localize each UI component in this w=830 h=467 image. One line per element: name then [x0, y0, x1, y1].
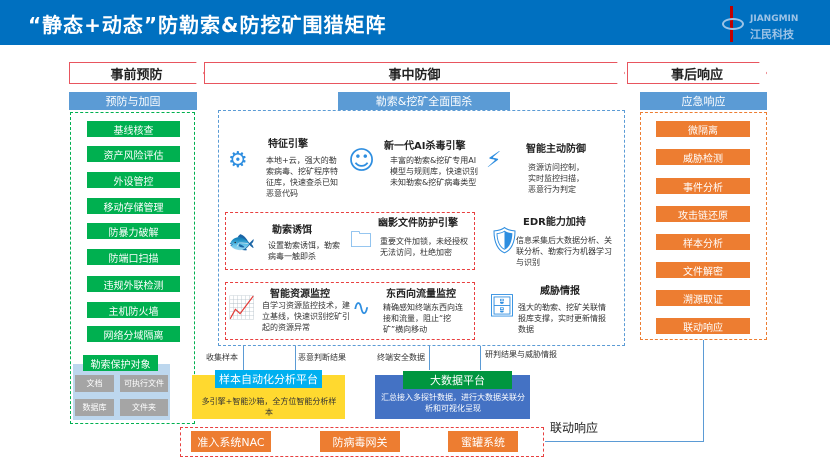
- pulse-icon: ∿: [352, 296, 371, 321]
- right-item: 样本分析: [656, 234, 750, 250]
- card-desc: 信息采集后大数据分析、关联分析、勒索行为机器学习与识别: [516, 236, 612, 267]
- card-desc: 精确感知终端东西向连接和流量，阻止“挖矿”横向移动: [383, 303, 463, 334]
- right-item: 溯源取证: [656, 290, 750, 306]
- flow-label: 研判结果与威胁情报: [485, 350, 557, 359]
- card-title: 智能主动防御: [526, 144, 586, 155]
- card-desc: 强大的勒索、挖矿关联情报库支撑，实时更新情报数据: [518, 303, 606, 334]
- left-item: 主机防火墙: [87, 302, 180, 318]
- bait-group: [225, 212, 475, 270]
- card-desc: 丰富的勒索&挖矿专用AI模型与规则库，快速识别未知勒索&挖矿病毒类型: [390, 156, 478, 187]
- page-title: “静态+动态”防勒索&防挖矿围猎矩阵: [28, 13, 387, 37]
- card-desc: 资源访问控制，实时监控扫描，恶意行为判定: [528, 163, 584, 194]
- left-item: 外设管控: [87, 172, 180, 188]
- left-item: 基线核查: [87, 121, 180, 137]
- card-title: 东西向流量监控: [386, 289, 456, 300]
- right-item: 文件解密: [656, 262, 750, 278]
- middle-header: 勒索&挖矿全面围杀: [338, 92, 510, 110]
- linkage-line: [545, 441, 704, 442]
- folder-icon: 🗀: [350, 228, 373, 253]
- card-desc: 自学习资源监控技术，建立基线，快速识别挖矿引起的资源异常: [262, 301, 350, 332]
- card-desc: 重要文件加锁，未经授权无法访问，杜绝加密: [380, 237, 468, 257]
- phase-during: 事中防御: [204, 62, 625, 84]
- database-icon: 🗄: [488, 294, 516, 319]
- arrow-down: [243, 346, 244, 370]
- left-item: 移动存储管理: [87, 198, 180, 214]
- linkage-item: 防病毒网关: [320, 431, 400, 452]
- right-item: 威胁检测: [656, 149, 750, 165]
- left-item: 防暴力破解: [87, 223, 180, 239]
- left-header: 预防与加固: [69, 92, 197, 110]
- sandbox-header: 样本自动化分析平台: [215, 370, 322, 388]
- protect-cell: 文件夹: [120, 399, 168, 416]
- card-title: EDR能力加持: [523, 217, 586, 228]
- bigdata-header: 大数据平台: [403, 371, 512, 389]
- card-title: 新一代AI杀毒引擎: [384, 141, 466, 152]
- fish-icon: 🐟: [228, 230, 256, 255]
- right-item: 微隔离: [656, 121, 750, 137]
- card-title: 特征引擎: [268, 139, 308, 150]
- ai-head-icon: ☺: [348, 146, 376, 176]
- card-desc: 设置勒索诱饵，勒索病毒一触即杀: [268, 241, 340, 261]
- bottom-box: [180, 427, 544, 457]
- bigdata-desc: 汇总接入多探针数据，进行大数据关联分析和可视化呈现: [381, 393, 525, 413]
- flow-label: 恶意判断结果: [298, 353, 346, 362]
- left-item: 违规外联检测: [87, 276, 180, 292]
- linkage-label: 联动响应: [550, 421, 599, 435]
- right-box: [640, 112, 767, 340]
- arrow-down: [429, 346, 430, 370]
- left-item: 资产风险评估: [87, 146, 180, 162]
- linkage-item: 蜜罐系统: [448, 431, 518, 452]
- phase-after: 事后响应: [627, 62, 767, 84]
- linkage-line: [703, 340, 704, 442]
- shield-bolt-icon: ⚡: [486, 148, 502, 173]
- protect-cell: 数据库: [75, 399, 114, 416]
- header-bar: [0, 0, 830, 45]
- right-header: 应急响应: [640, 92, 767, 110]
- protect-cell: 文档: [75, 375, 114, 392]
- card-title: 智能资源监控: [270, 289, 330, 300]
- card-title: 幽影文件防护引擎: [378, 218, 458, 229]
- right-item: 联动响应: [656, 318, 750, 334]
- phase-before: 事前预防: [69, 62, 204, 84]
- logo: JIANGMIN 江民科技: [722, 4, 822, 42]
- card-title: 勒索诱饵: [272, 225, 312, 236]
- gear-window-icon: ⚙: [228, 148, 248, 173]
- card-title: 威胁情报: [540, 286, 580, 297]
- protect-header: 勒索保护对象: [83, 355, 158, 371]
- arrow-up: [480, 346, 481, 370]
- right-item: 攻击链还原: [656, 206, 750, 222]
- left-item: 网络分域隔离: [87, 326, 180, 342]
- left-item: 防端口扫描: [87, 249, 180, 265]
- flow-label: 收集样本: [206, 353, 238, 362]
- flow-label: 终端安全数据: [377, 353, 425, 362]
- middle-box: [218, 110, 625, 346]
- protect-cell: 可执行文件: [120, 375, 168, 392]
- sandbox-desc: 多引擎+智能沙箱，全方位智能分析样本: [201, 397, 337, 417]
- monitor-chart-icon: 📈: [228, 296, 256, 321]
- monitor-group: [225, 282, 475, 340]
- shield-check-icon: 🛡: [488, 226, 522, 256]
- card-desc: 本地+云，强大的勒索病毒、挖矿程序特征库，快速查杀已知恶意代码: [266, 156, 338, 198]
- arrow-up: [295, 346, 296, 370]
- left-box: [70, 112, 195, 424]
- right-item: 事件分析: [656, 178, 750, 194]
- linkage-item: 准入系统NAC: [191, 431, 271, 452]
